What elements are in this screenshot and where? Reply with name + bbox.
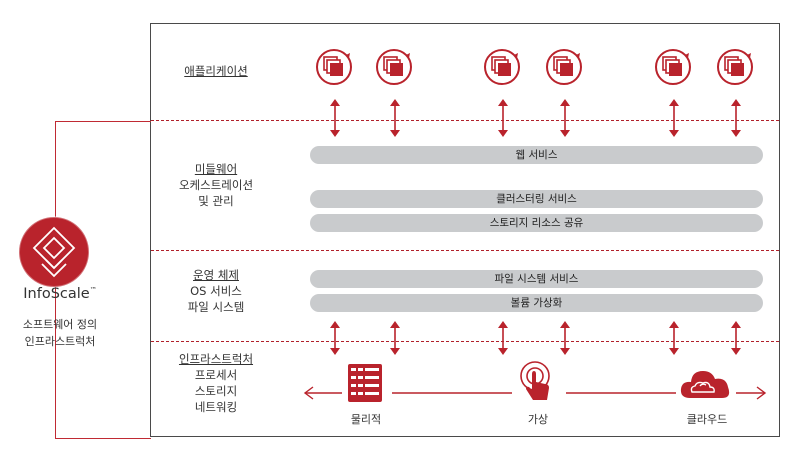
separator-os-infra [151, 341, 779, 342]
application-icon [652, 46, 694, 92]
infrastructure-span-arrow [303, 384, 767, 403]
layer-label-application: 애플리케이션 [184, 64, 248, 78]
bar-clustering-service: 클러스터링 서비스 [310, 190, 763, 208]
layer-label-middleware: 미들웨어 오케스트레이션 및 관리 [178, 162, 254, 208]
double-arrow-icon [497, 99, 509, 141]
application-icon [313, 46, 355, 92]
double-arrow-icon [730, 321, 742, 359]
infra-label-physical: 물리적 [350, 413, 382, 426]
double-arrow-icon [668, 321, 680, 359]
bar-file-system-service: 파일 시스템 서비스 [310, 270, 763, 288]
brand-subtitle: 소프트웨어 정의 인프라스트럭처 [22, 318, 98, 348]
diagram-frame [150, 23, 780, 437]
bar-web-service: 웹 서비스 [310, 146, 763, 164]
cloud-icon [678, 362, 734, 410]
double-arrow-icon [730, 99, 742, 141]
infra-label-virtual: 가상 [527, 413, 549, 426]
bar-volume-virtualization: 볼륨 가상화 [310, 294, 763, 312]
server-rack-icon [344, 362, 388, 410]
application-icon [481, 46, 523, 92]
infoscale-logo-icon [16, 214, 92, 294]
infra-label-cloud: 클라우드 [686, 413, 728, 426]
layer-label-infrastructure: 인프라스트럭처 프로세서 스토리지 네트워킹 [178, 352, 254, 414]
application-icon [373, 46, 415, 92]
double-arrow-icon [389, 321, 401, 359]
layer-label-os: 운영 체제 OS 서비스 파일 시스템 [187, 268, 245, 314]
double-arrow-icon [389, 99, 401, 141]
double-arrow-icon [559, 99, 571, 141]
double-arrow-icon [497, 321, 509, 359]
double-arrow-icon [329, 99, 341, 141]
separator-app-middleware [151, 120, 779, 121]
brand-name: InfoScale™ [23, 286, 97, 302]
bar-storage-resource-sharing: 스토리지 리소스 공유 [310, 214, 763, 232]
application-icon [543, 46, 585, 92]
double-arrow-icon [668, 99, 680, 141]
double-arrow-icon [329, 321, 341, 359]
separator-middleware-os [151, 250, 779, 251]
double-arrow-icon [559, 321, 571, 359]
application-icon [714, 46, 756, 92]
touch-hand-icon [515, 360, 559, 410]
